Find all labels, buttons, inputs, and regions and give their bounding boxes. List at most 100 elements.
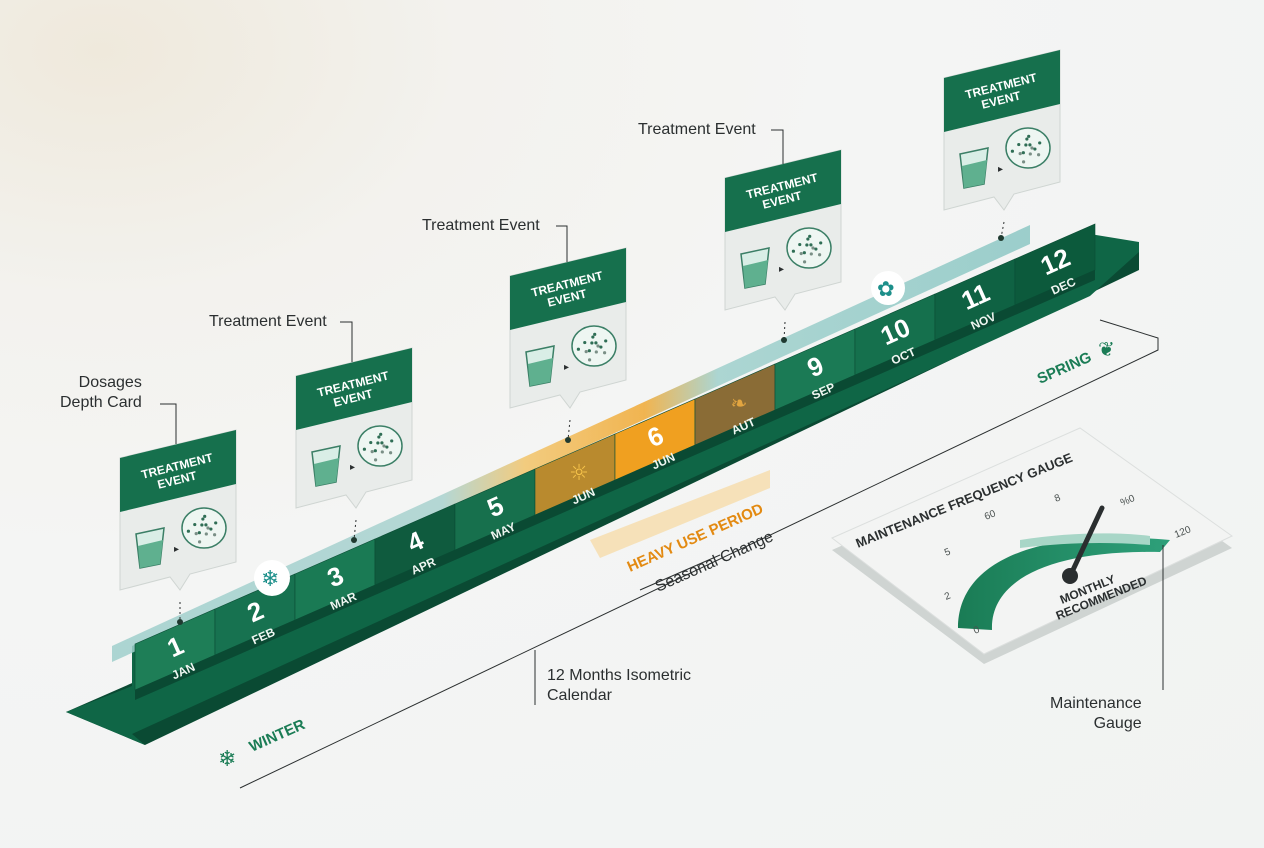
month-segment-edge [295,585,375,630]
bacteria-dot [809,243,813,247]
spring-label-group: SPRING ❦ [1035,337,1115,388]
sun-icon: ☼ [569,461,589,486]
bacteria-dot [1017,142,1021,147]
bacteria-dot [379,432,383,436]
gauge-tick-label: %0 [1119,493,1137,509]
snowflake-icon: ❄ [261,567,279,592]
bacteria-dot [1038,141,1042,145]
card-header [725,150,841,232]
card-stem [567,419,571,441]
bacteria-dot [1021,151,1025,155]
water-fill [314,458,339,486]
snowflake-icon: ❄ [218,747,236,772]
gauge-arc [958,537,1170,630]
seasonal-strip [112,225,1030,662]
flower-icon: ✿ [877,277,895,301]
leaf-icon: ❧ [731,391,748,415]
bacteria-dot [798,242,802,247]
gauge-tick-label: 5 [943,546,953,558]
bacteria-dot [587,349,591,353]
bacteria-dot [799,252,803,256]
heavy-use-band [590,470,770,558]
bacteria-dot [591,335,595,339]
bacteria-dot [1030,146,1034,150]
bacteria-dot [1024,143,1028,147]
arrow-icon: ▸ [350,462,355,473]
bacteria-dot [818,253,822,257]
water-fill [138,540,163,568]
bacteria-dot [802,251,806,255]
gauge-needle-hub [1062,568,1078,584]
winter-bracket-line [239,319,1159,789]
bacteria-dot [370,450,374,454]
calendar-callout-line1: 12 Months Isometric [547,667,692,684]
seasonal-leader-line [639,554,721,591]
petri-dish-icon [357,425,403,467]
bacteria-dot [382,444,386,448]
bacteria-dot [1021,160,1026,164]
card-anchor-dot [177,619,183,625]
bacteria-dot [362,447,367,451]
dosages-callout-line1: Dosages [78,374,142,391]
arrow-icon: ▸ [998,164,1003,175]
card-anchor-dot [998,235,1004,241]
bacteria-dot [599,345,603,349]
card-anchor-dot [781,337,787,343]
card-anchor-dot [565,437,571,443]
bacteria-dot [193,522,197,527]
bacteria-dot [1028,143,1032,147]
bacteria-dot [373,458,378,462]
gauge-callout: Maintenance Gauge [1050,694,1142,734]
bacteria-dot [197,531,201,535]
month-segment-edge [855,340,935,385]
bacteria-dot [808,234,812,238]
water-fill [962,160,987,188]
dosages-callout-line2: Depth Card [60,394,142,411]
arrow-icon: ▸ [174,544,179,555]
bacteria-dot [373,449,377,453]
petri-dish-icon [571,325,617,367]
gauge-needle [1069,505,1105,575]
bacteria-dot [583,340,587,345]
bacteria-dot [204,532,208,536]
month-segment-edge [775,375,855,420]
bacteria-dot [376,441,380,445]
month-segment-edge [135,655,215,700]
bacteria-dot [206,526,210,530]
bacteria-dot [593,332,597,336]
gauge-callout-line2: Gauge [1093,715,1142,732]
bacteria-dot [369,440,373,445]
bacteria-dot [389,451,393,455]
card-header [120,430,236,512]
bacteria-dot [791,249,796,253]
bacteria-dot [385,445,389,449]
bacteria-dot [603,351,607,355]
treatment-2-leader [556,225,568,262]
treatment-callout-3: Treatment Event [638,121,756,138]
petri-dish-icon [181,507,227,549]
month-segment-edge [535,480,615,525]
bacteria-dot [814,247,818,251]
bacteria-dot [806,237,810,241]
card-header [944,50,1060,132]
month-segment-edge [215,620,295,665]
treatment-1-leader [340,321,353,362]
bacteria-dot [587,358,592,362]
gauge-tick-label: 8 [1053,492,1063,504]
bacteria-dot [377,435,381,439]
maintenance-gauge-panel: MAINTENANCE FREQUENCY GAUGE 025608%0120 … [831,427,1233,690]
bacteria-dot [214,521,218,525]
gauge-tick-label: 0 [972,624,982,636]
bacteria-dot [805,243,809,247]
bacteria-dot [186,529,191,533]
bacteria-dot [819,241,823,245]
petri-dish-icon [1005,127,1051,169]
bacteria-dot [594,350,598,354]
snowflake-marker [254,560,290,596]
dosages-callout: Dosages Depth Card [60,373,142,413]
